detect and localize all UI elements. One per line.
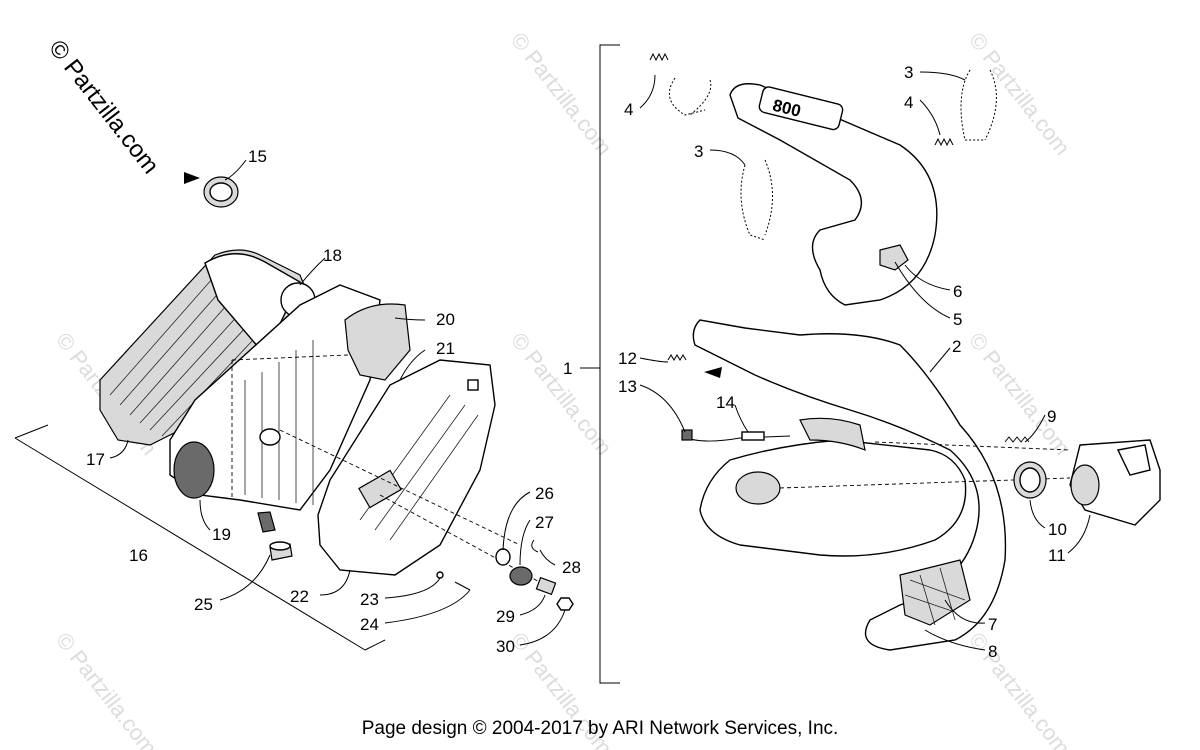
callout-16: 16 — [129, 546, 148, 565]
callout-15: 15 — [248, 147, 267, 166]
callout-11: 11 — [1048, 546, 1066, 565]
callout-3: 3 — [694, 142, 703, 161]
callout-26: 26 — [535, 484, 554, 503]
callout-20: 20 — [436, 310, 455, 329]
callout-4: 4 — [624, 100, 633, 119]
callout-1: 1 — [563, 359, 572, 378]
callout-22: 22 — [290, 587, 309, 606]
callout-8: 8 — [988, 642, 997, 661]
callout-24: 24 — [360, 615, 379, 634]
callout-23: 23 — [360, 590, 379, 609]
callout-21: 21 — [436, 339, 455, 358]
callout-5: 5 — [953, 310, 962, 329]
watermark-main: © Partzilla.com — [43, 35, 164, 179]
exhaust-pipe-assembly: 800 — [599, 44, 1161, 684]
callout-3: 3 — [904, 63, 913, 82]
callout-18: 18 — [323, 246, 342, 265]
callout-2: 2 — [952, 337, 961, 356]
callout-7: 7 — [988, 615, 997, 634]
callout-17: 17 — [86, 450, 105, 469]
watermark-faint: © Partzilla.com — [964, 28, 1075, 160]
callout-numbers: 1 2 3 3 4 4 5 6 7 8 9 10 11 12 13 14 15 … — [86, 63, 1067, 661]
callout-13: 13 — [618, 377, 637, 396]
callout-14: 14 — [716, 393, 735, 412]
page-footer-copyright: Page design © 2004-2017 by ARI Network S… — [361, 718, 839, 739]
leader-lines — [109, 71, 1091, 651]
silencer-assembly — [14, 172, 574, 651]
callout-9: 9 — [1047, 407, 1056, 426]
callout-10: 10 — [1048, 520, 1067, 539]
callout-27: 27 — [535, 513, 554, 532]
callout-12: 12 — [618, 349, 637, 368]
callout-6: 6 — [953, 282, 962, 301]
callout-19: 19 — [212, 525, 231, 544]
callout-25: 25 — [194, 595, 213, 614]
callout-4: 4 — [904, 93, 913, 112]
callout-28: 28 — [562, 558, 581, 577]
callout-30: 30 — [496, 637, 515, 656]
callout-29: 29 — [496, 607, 515, 626]
